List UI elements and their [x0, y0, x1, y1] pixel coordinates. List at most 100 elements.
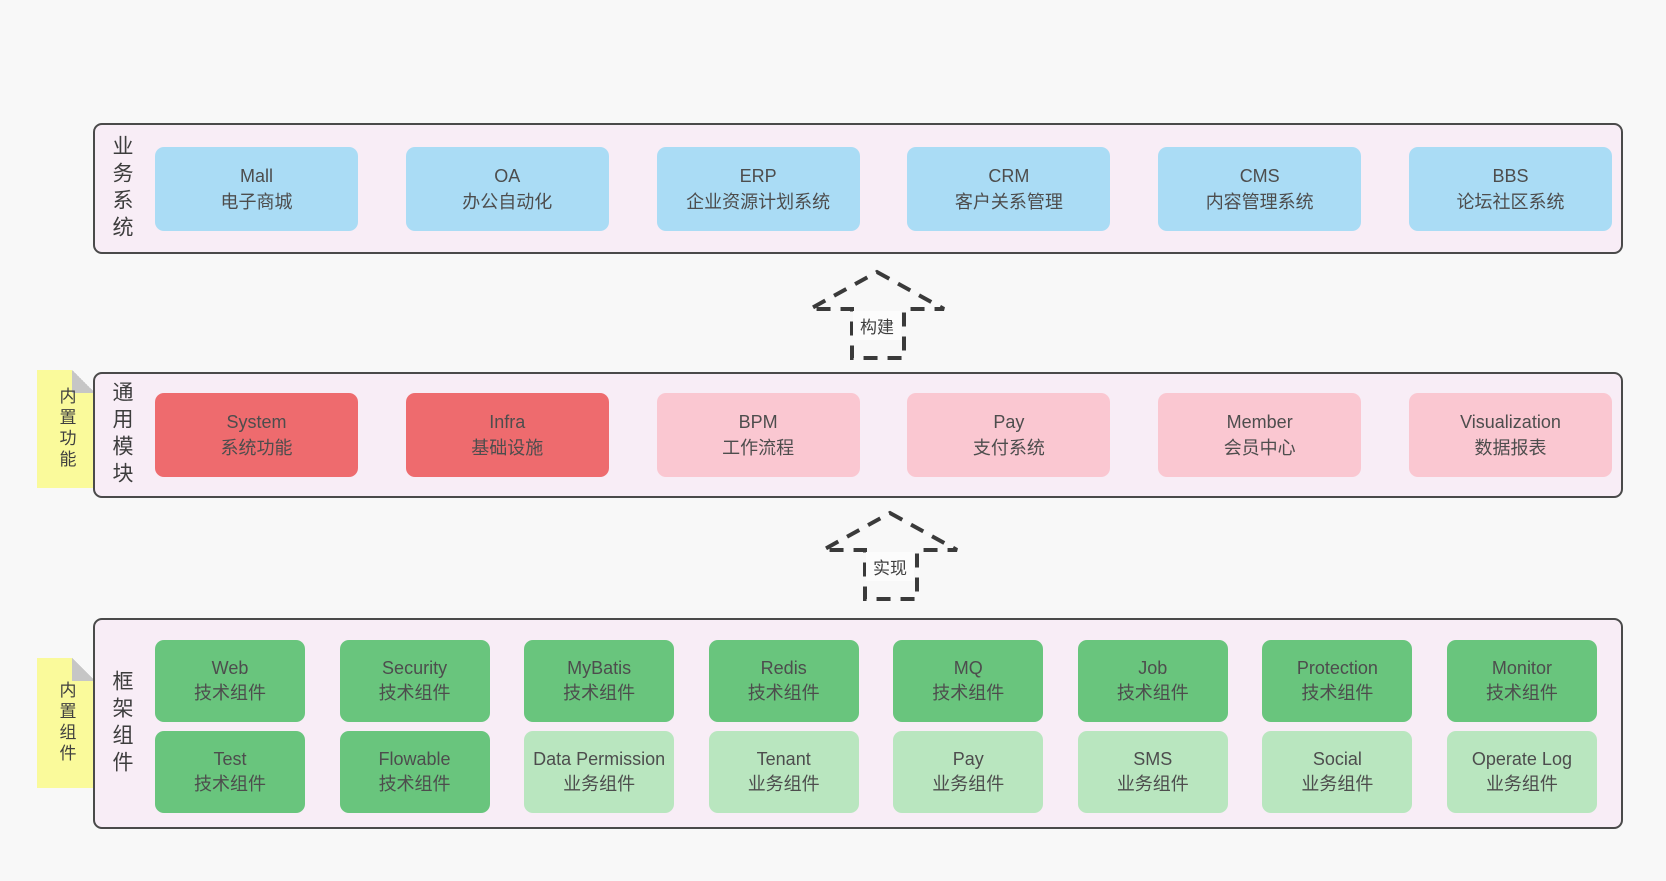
box-desc: 技术组件: [378, 774, 451, 794]
implement-arrow: 实现: [820, 510, 960, 602]
box-name: Member: [1226, 412, 1293, 432]
box-name: Monitor: [1491, 658, 1552, 678]
box-name: BBS: [1492, 165, 1529, 186]
box-desc: 电子商城: [220, 191, 293, 212]
box-name: Tenant: [756, 749, 811, 769]
box-pay-component: Pay 业务组件: [893, 731, 1044, 813]
box-web: Web 技术组件: [155, 640, 305, 722]
common-modules-label: 通用模块: [110, 381, 133, 489]
box-name: MyBatis: [567, 658, 632, 678]
box-name: Mall: [239, 165, 273, 186]
box-name: Flowable: [378, 749, 451, 769]
box-name: System: [226, 412, 287, 432]
folded-corner-icon: [72, 370, 95, 393]
box-name: Security: [382, 658, 448, 678]
box-name: Pay: [952, 749, 984, 769]
box-flowable: Flowable 技术组件: [339, 731, 490, 813]
box-desc: 内容管理系统: [1205, 191, 1314, 212]
box-cms: CMS 内容管理系统: [1158, 146, 1362, 231]
box-visualization: Visualization 数据报表: [1408, 393, 1612, 477]
implement-arrow-label: 实现: [866, 552, 914, 581]
framework-components-panel: 框架组件 Web 技术组件 Security 技术组件 MyBatis 技术组件…: [93, 618, 1623, 829]
box-desc: 企业资源计划系统: [686, 191, 831, 212]
box-member: Member 会员中心: [1158, 393, 1362, 477]
build-arrow: 构建: [807, 269, 947, 361]
box-system: System 系统功能: [155, 393, 358, 477]
box-name: OA: [494, 165, 521, 186]
box-desc: 技术组件: [1116, 683, 1189, 703]
box-oa: OA 办公自动化: [405, 146, 609, 231]
box-name: Visualization: [1460, 412, 1561, 432]
box-name: CMS: [1239, 165, 1280, 186]
framework-row-2: Test 技术组件 Flowable 技术组件 Data Permission …: [155, 731, 1597, 813]
box-name: Operate Log: [1471, 749, 1572, 769]
box-name: Redis: [760, 658, 807, 678]
box-mq: MQ 技术组件: [893, 640, 1044, 722]
framework-row-1: Web 技术组件 Security 技术组件 MyBatis 技术组件 Redi…: [155, 640, 1597, 722]
box-redis: Redis 技术组件: [708, 640, 859, 722]
box-security: Security 技术组件: [339, 640, 490, 722]
box-job: Job 技术组件: [1077, 640, 1228, 722]
box-desc: 基础设施: [471, 438, 544, 458]
box-desc: 业务组件: [1485, 774, 1558, 794]
box-erp: ERP 企业资源计划系统: [656, 146, 860, 231]
box-sms: SMS 业务组件: [1077, 731, 1228, 813]
box-desc: 技术组件: [932, 683, 1005, 703]
box-mall: Mall 电子商城: [155, 146, 358, 231]
build-arrow-label: 构建: [853, 311, 901, 340]
box-social: Social 业务组件: [1262, 731, 1413, 813]
box-name: CRM: [988, 165, 1030, 186]
box-desc: 会员中心: [1223, 438, 1296, 458]
box-desc: 数据报表: [1474, 438, 1547, 458]
box-desc: 系统功能: [220, 438, 293, 458]
box-tenant: Tenant 业务组件: [708, 731, 859, 813]
up-arrow-icon: [809, 269, 945, 360]
box-desc: 技术组件: [194, 774, 266, 794]
builtin-components-sticky-label: 内置组件: [56, 681, 76, 765]
business-systems-row: Mall 电子商城 OA 办公自动化 ERP 企业资源计划系统 CRM 客户关系…: [155, 125, 1612, 252]
box-name: Test: [213, 749, 247, 769]
box-desc: 技术组件: [1485, 683, 1558, 703]
common-modules-row: System 系统功能 Infra 基础设施 BPM 工作流程 Pay 支付系统…: [155, 374, 1612, 496]
box-name: ERP: [739, 165, 777, 186]
box-desc: 技术组件: [378, 683, 451, 703]
business-systems-panel: 业务系统 Mall 电子商城 OA 办公自动化 ERP 企业资源计划系统 CRM…: [93, 123, 1623, 254]
box-test: Test 技术组件: [155, 731, 305, 813]
box-desc: 工作流程: [722, 438, 795, 458]
framework-components-label: 框架组件: [110, 669, 133, 778]
box-name: BPM: [738, 412, 778, 432]
box-bpm: BPM 工作流程: [656, 393, 860, 477]
box-monitor: Monitor 技术组件: [1446, 640, 1597, 722]
box-operate-log: Operate Log 业务组件: [1446, 731, 1597, 813]
box-protection: Protection 技术组件: [1262, 640, 1413, 722]
box-data-permission: Data Permission 业务组件: [524, 731, 675, 813]
box-desc: 技术组件: [1301, 683, 1374, 703]
box-pay-system: Pay 支付系统: [907, 393, 1111, 477]
box-name: Data Permission: [533, 749, 666, 769]
box-name: MQ: [953, 658, 983, 678]
box-desc: 技术组件: [747, 683, 820, 703]
builtin-features-sticky: 内置功能: [37, 370, 95, 488]
business-systems-label: 业务系统: [110, 134, 133, 243]
box-name: SMS: [1133, 749, 1173, 769]
box-infra: Infra 基础设施: [405, 393, 609, 477]
box-name: Web: [211, 658, 249, 678]
box-bbs: BBS 论坛社区系统: [1408, 146, 1612, 231]
box-name: Job: [1138, 658, 1168, 678]
box-name: Infra: [489, 412, 526, 432]
common-modules-panel: 通用模块 System 系统功能 Infra 基础设施 BPM 工作流程 Pay…: [93, 372, 1623, 498]
box-desc: 业务组件: [1116, 774, 1189, 794]
folded-corner-icon: [72, 658, 95, 681]
box-desc: 技术组件: [194, 683, 266, 703]
box-desc: 业务组件: [1301, 774, 1374, 794]
box-desc: 业务组件: [932, 774, 1005, 794]
up-arrow-icon: [822, 510, 958, 601]
box-mybatis: MyBatis 技术组件: [524, 640, 675, 722]
framework-components-grid: Web 技术组件 Security 技术组件 MyBatis 技术组件 Redi…: [155, 640, 1597, 813]
box-desc: 论坛社区系统: [1456, 191, 1565, 212]
box-desc: 支付系统: [972, 438, 1045, 458]
box-name: Pay: [993, 412, 1025, 432]
box-desc: 客户关系管理: [954, 191, 1063, 212]
builtin-features-sticky-label: 内置功能: [56, 387, 76, 471]
box-desc: 办公自动化: [462, 191, 553, 212]
